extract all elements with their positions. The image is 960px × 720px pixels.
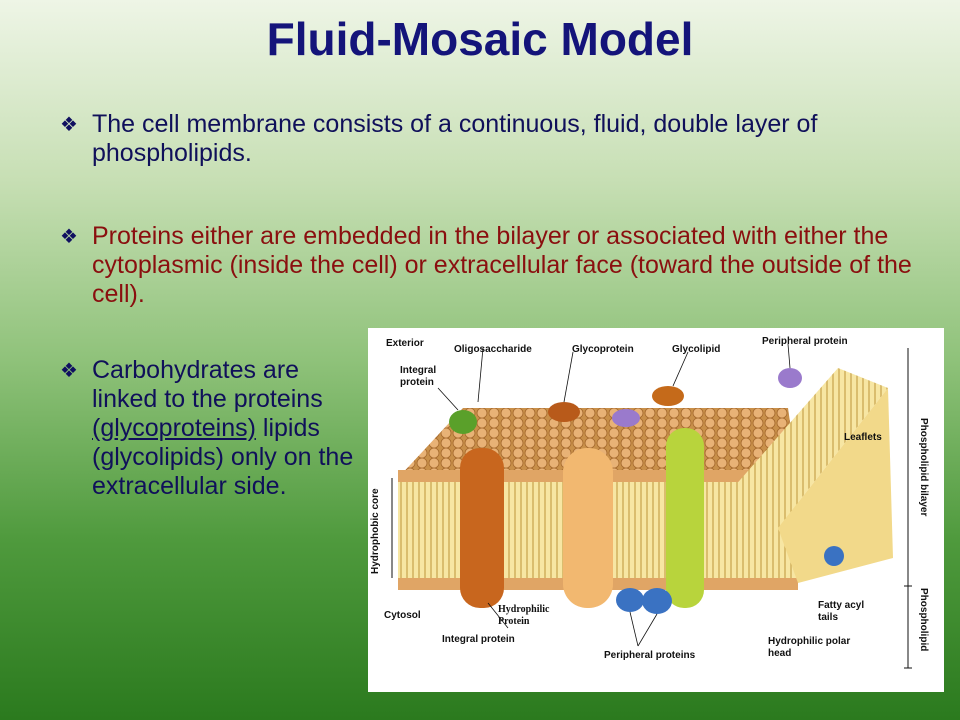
bullet-text: Proteins either are embedded in the bila… (92, 222, 912, 308)
label-cytosol: Cytosol (384, 610, 421, 621)
label-oligosaccharide: Oligosaccharide (454, 344, 532, 355)
green-protein-shape (666, 428, 704, 608)
bullet-text-part: Carbohydrates are linked to the proteins (92, 356, 323, 413)
glycoproteins-term: (glycoproteins) (92, 414, 256, 442)
label-glycolipid: Glycolipid (672, 344, 720, 355)
peeled-leaflet (698, 368, 888, 528)
bullet-proteins: ❖ Proteins either are embedded in the bi… (60, 222, 920, 309)
bullet-carbohydrates: ❖ Carbohydrates are linked to the protei… (60, 356, 360, 501)
glycolipid-shape (652, 386, 684, 406)
label-hydrophilic-1: Hydrophilic (498, 604, 550, 615)
leader-line (637, 613, 658, 647)
label-hydrophobic-core: Hydrophobic core (370, 488, 381, 574)
label-hydrophilic-2: Protein (498, 616, 530, 627)
leader-line (487, 602, 509, 629)
label-fatty-acyl-1: Fatty acyl (818, 600, 864, 611)
leader-line (477, 347, 484, 403)
label-fatty-acyl-2: tails (818, 612, 838, 623)
diamond-bullet-icon: ❖ (60, 114, 78, 136)
diamond-bullet-icon: ❖ (60, 360, 78, 382)
label-integral-protein-2: protein (400, 377, 434, 388)
leader-line (672, 351, 689, 387)
leader-line (629, 611, 639, 647)
membrane-illustration: Exterior Oligosaccharide Glycoprotein Gl… (370, 336, 929, 669)
label-integral-protein-1: Integral (400, 365, 436, 376)
label-integral-protein-bottom: Integral protein (442, 634, 515, 645)
bullet-phospholipid-bilayer: ❖ The cell membrane consists of a contin… (60, 110, 860, 168)
leader-line (787, 343, 791, 369)
bullet-text-part: lipids (glycolipids) only on the extrace… (92, 414, 354, 500)
label-glycoprotein: Glycoprotein (572, 344, 634, 355)
integral-protein-shape (460, 448, 504, 608)
leader-line (437, 387, 459, 411)
peripheral-protein-bottom-2 (642, 588, 672, 614)
label-exterior: Exterior (386, 338, 424, 349)
diamond-bullet-icon: ❖ (60, 226, 78, 248)
label-phospholipid: Phospholipid (918, 588, 929, 651)
leaflet-side (778, 388, 893, 583)
slide-title: Fluid-Mosaic Model (266, 13, 694, 65)
glycoprotein-shape (548, 402, 580, 422)
peripheral-protein-right (824, 546, 844, 566)
label-peripheral-proteins: Peripheral proteins (604, 650, 696, 661)
label-leaflets: Leaflets (844, 432, 882, 443)
peripheral-protein-shape (778, 368, 802, 388)
bullet-text: Carbohydrates are linked to the proteins… (60, 356, 360, 501)
hydrophilic-protein-shape (563, 448, 613, 608)
peripheral-protein-bottom-1 (616, 588, 644, 612)
label-polar-head-1: Hydrophilic polar (768, 636, 850, 647)
peripheral-protein-top (612, 409, 640, 427)
label-polar-head-2: head (768, 648, 791, 659)
membrane-diagram: Exterior Oligosaccharide Glycoprotein Gl… (368, 328, 944, 692)
integral-protein-top (449, 410, 477, 434)
bullet-text: The cell membrane consists of a continuo… (92, 110, 818, 167)
label-peripheral-protein: Peripheral protein (762, 336, 848, 347)
label-phospholipid-bilayer: Phospholipid bilayer (918, 418, 929, 516)
leader-line (563, 351, 574, 403)
